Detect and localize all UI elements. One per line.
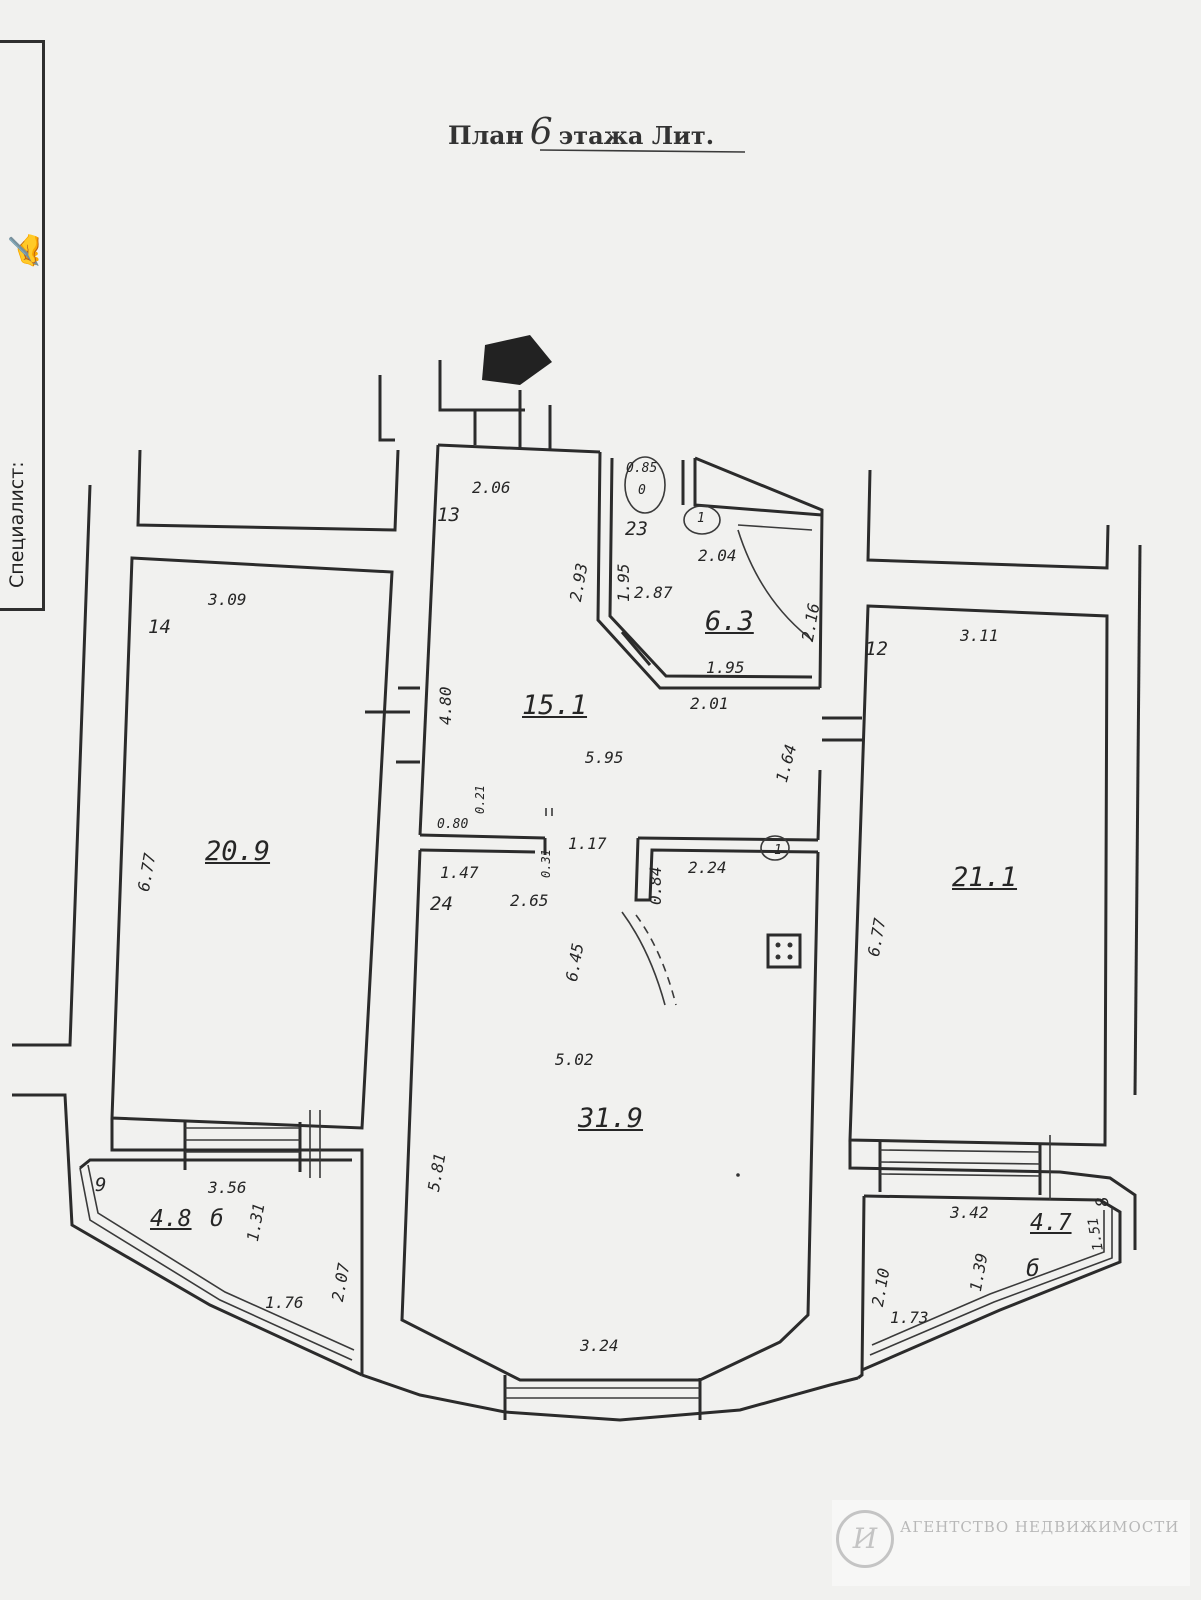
room-9-door-threshold <box>183 1110 321 1178</box>
room-8-walls <box>848 1135 1137 1380</box>
room-24-dim-9: 0.80 <box>437 817 469 832</box>
plan-title-floor: 6 <box>529 112 553 153</box>
room-9-dim-3: 1.76 <box>265 1293 304 1312</box>
room-24-area: 31.9 <box>578 1103 644 1134</box>
room-12-dim-0: 3.11 <box>960 626 999 645</box>
room-23-dim-3: 2.04 <box>698 546 737 565</box>
room-14-number: 14 <box>148 616 171 638</box>
room-8-dim-3: 1.73 <box>890 1308 929 1327</box>
room-23-dim-1: 1.95 <box>614 563 633 602</box>
room-14-dim-0: 3.09 <box>208 590 247 609</box>
room-24-dim-0: 1.47 <box>440 863 479 882</box>
room-23-dim-6: 0.85 <box>626 461 658 476</box>
specialist-stamp-box <box>0 40 45 611</box>
room-13-walls <box>418 443 824 841</box>
room-9-letter: б <box>210 1206 224 1232</box>
room-23-dim-2: 2.87 <box>634 583 673 602</box>
room-12-number: 12 <box>865 638 888 660</box>
room-24-dim-8: 0.84 <box>646 866 665 905</box>
sink-mark: 1 <box>697 511 705 526</box>
room-24-number: 24 <box>430 893 453 915</box>
room-8-dim-0: 3.42 <box>950 1203 989 1222</box>
room-14-walls <box>12 449 420 1130</box>
room-13-dim-4: 2.01 <box>690 694 729 713</box>
room-24-dim-1: 2.65 <box>510 891 549 910</box>
bathroom-door-arc <box>737 529 813 641</box>
entrance-scribble <box>482 335 552 385</box>
room-9-walls <box>12 1093 364 1377</box>
entrance-area <box>378 335 552 450</box>
room-8-area: 4.7 <box>1030 1210 1072 1236</box>
room-23-walls <box>596 451 823 690</box>
room-13-dim-2: 5.95 <box>585 748 624 767</box>
room-13-dim-1: 4.80 <box>436 686 455 725</box>
room-23-number: 23 <box>625 518 648 540</box>
room-13-dim-0: 2.06 <box>472 478 511 497</box>
agency-logo-icon: И <box>836 1510 894 1568</box>
title-underline <box>539 149 746 153</box>
room-24-dim-11: 0.31 <box>539 849 553 878</box>
facade-arc <box>361 1373 859 1422</box>
toilet-icon <box>624 456 666 514</box>
room-9-dim-0: 3.56 <box>208 1178 247 1197</box>
plan-title-prefix: План <box>448 121 524 150</box>
room-24-dim-3: 5.02 <box>555 1050 594 1069</box>
plan-title-suffix: этажа Лит. <box>558 121 715 150</box>
room-23-dim-5: 1.95 <box>706 658 745 677</box>
toilet-mark: 0 <box>638 483 646 498</box>
room-8-letter: б <box>1026 1256 1040 1282</box>
room-12-walls <box>822 469 1142 1147</box>
room-24-dim-10: 0.21 <box>473 785 487 814</box>
room-23-area: 6.3 <box>705 606 754 637</box>
room-24-dim-5: 3.24 <box>580 1336 619 1355</box>
appliance-circle <box>760 835 790 861</box>
room-12-area: 21.1 <box>952 862 1018 893</box>
sink-icon <box>683 505 721 535</box>
room-14-area: 20.9 <box>205 836 271 867</box>
room-13-number: 13 <box>437 504 460 526</box>
room-13-area: 15.1 <box>522 690 588 721</box>
living-door-arc <box>621 911 666 1006</box>
room-8-door-threshold <box>878 1135 1051 1200</box>
stove-icon <box>766 933 802 969</box>
room-24-dim-7: 2.24 <box>688 858 727 877</box>
room-24-dim-6: 1.17 <box>568 834 607 853</box>
room-9-area: 4.8 <box>150 1206 192 1232</box>
room-9-number: 9 <box>95 1174 107 1196</box>
agency-name: АГЕНТСТВО НЕДВИЖИМОСТИ <box>900 1518 1180 1536</box>
appliance-mark: 1 <box>774 843 782 858</box>
